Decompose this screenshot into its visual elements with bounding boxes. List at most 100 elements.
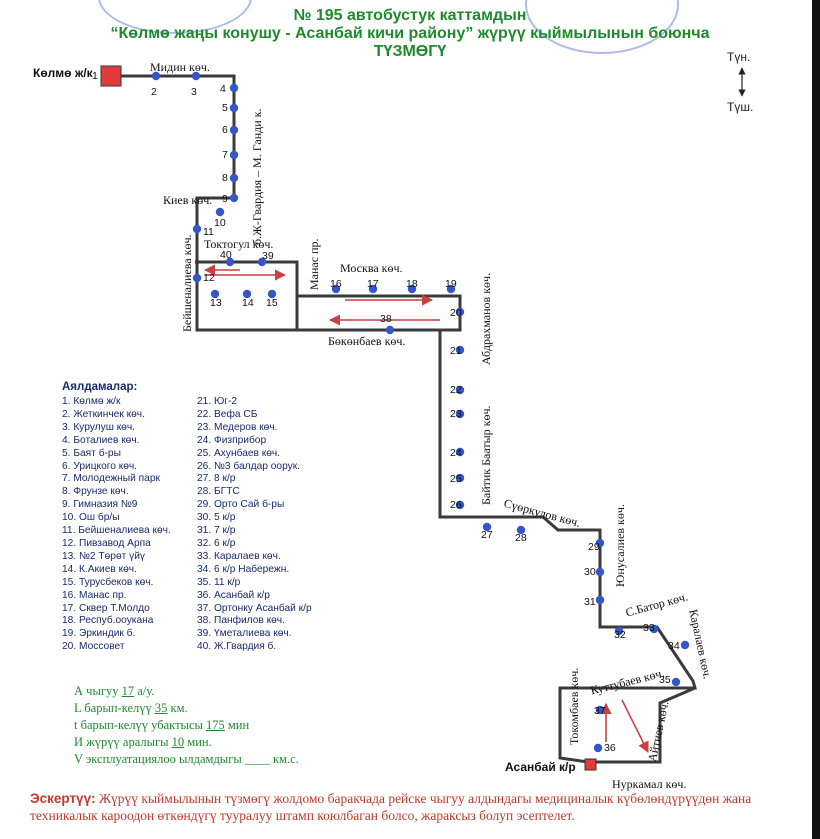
stop-number: 39 <box>262 250 274 262</box>
stop-dot <box>595 705 605 715</box>
legend-item: 33. Каралаев көч. <box>197 550 281 562</box>
stop-number: 24 <box>450 447 462 459</box>
stop-dot <box>385 325 395 335</box>
stop-number: 13 <box>210 297 222 309</box>
street-abdrahmanov: Абдрахманов көч. <box>479 272 493 365</box>
street-kiev: Киев көч. <box>163 193 213 207</box>
stop-number: 8 <box>222 172 228 184</box>
legend-item: 21. Юг-2 <box>197 396 238 407</box>
legend-title: Аялдамалар: <box>62 381 138 393</box>
stop-dot <box>446 284 456 294</box>
legend-item: 18. Респуб.ооукана <box>62 615 154 627</box>
stop-number: 15 <box>266 297 278 309</box>
legend-item: 35. 11 к/р <box>197 576 241 588</box>
street-manas: Манас пр. <box>307 238 321 291</box>
terminal-end-marker <box>584 758 597 771</box>
stop-number: 36 <box>604 742 616 754</box>
stop-dot <box>229 125 239 135</box>
window-edge <box>812 0 820 839</box>
title-line-3: ТҮЗМӨГҮ <box>373 43 447 60</box>
legend-item: 40. Ж.Гвардия б. <box>197 641 277 653</box>
legend-item: 23. Медеров көч. <box>197 421 278 433</box>
stop-number: 6 <box>222 124 228 136</box>
stop-dot <box>455 473 465 483</box>
stop-dot <box>455 500 465 510</box>
param-l-value: 35 <box>154 701 168 715</box>
stop-dot <box>680 640 690 650</box>
legend-item: 11. Бейшеналиева көч. <box>62 525 171 537</box>
stop-dot <box>267 289 277 299</box>
legend-item: 4. Боталиев көч. <box>62 434 140 446</box>
stop-dot <box>225 257 235 267</box>
legend-item: 17. Сквер Т.Молдо <box>62 602 150 614</box>
stop-number: 40 <box>220 249 232 261</box>
legend-item: 37. Ортонку Асанбай к/р <box>197 602 312 614</box>
legend-item: 2. Жеткинчек көч. <box>62 408 145 420</box>
title-line-2: “Көлмө жаңы конушу - Асанбай кичи району… <box>110 25 710 42</box>
legend-item: 22. Вефа СБ <box>197 408 258 420</box>
legend-item: 19. Эркиндик б. <box>62 628 136 640</box>
legend-item: 38. Панфилов көч. <box>197 615 285 627</box>
street-midin: Мидин көч. <box>150 60 210 74</box>
note-text: Жүрүү кыймылынын түзмөгү жолдомо баракча… <box>30 791 752 823</box>
stop-number: 12 <box>203 272 215 284</box>
param-i: И жүрүү аралыгы 10 мин. <box>74 735 212 750</box>
param-v-unit: км.с. <box>272 752 299 766</box>
stop-number: 26 <box>450 499 462 511</box>
note: Эскертүү: Жүрүү кыймылынын түзмөгү жолдо… <box>30 790 792 824</box>
param-v-label: V эксплуатациялоо ылдамдыгы <box>74 752 242 766</box>
legend-item: 13. №2 Төрөт үйү <box>62 550 146 562</box>
street-gandi: б.Ж-Гвардия – М. Ганди к. <box>250 108 264 245</box>
param-v-value: ____ <box>244 752 270 766</box>
stop-dot <box>455 409 465 419</box>
stop-number: 9 <box>222 193 228 205</box>
legend-item: 7. Молодежный парк <box>62 473 160 485</box>
stop-dot <box>331 284 341 294</box>
stop-dot <box>191 71 201 81</box>
legend-item: 36. Асанбай к/р <box>197 589 270 601</box>
stop-dot <box>455 345 465 355</box>
stop-number: 11 <box>203 226 214 238</box>
legend-item: 10. Ош бр/ы <box>62 512 120 524</box>
stop-number: 27 <box>481 529 493 541</box>
param-a: А чыгуу 17 а/у. <box>74 684 154 699</box>
stop-dot <box>593 743 603 753</box>
param-l-unit: км. <box>170 701 188 715</box>
stop-dot <box>671 677 681 687</box>
legend-item: 6. Урицкого көч. <box>62 460 138 472</box>
legend-item: 3. Курулуш көч. <box>62 421 135 433</box>
direction-arrows <box>203 264 649 754</box>
stop-number: 16 <box>330 278 342 290</box>
stop-dot <box>368 284 378 294</box>
compass-south-label: Түш. <box>727 100 754 114</box>
stop-number: 29 <box>588 541 600 553</box>
param-a-value: 17 <box>121 684 135 698</box>
param-a-label: А чыгуу <box>74 684 119 698</box>
street-beishenalieva: Бейшеналиева көч. <box>180 234 194 333</box>
stop-dot <box>229 83 239 93</box>
stop-number: 34 <box>668 640 680 652</box>
stop-dot <box>595 538 605 548</box>
legend-item: 32. 6 к/р <box>197 537 236 549</box>
legend-item: 8. Фрунзе көч. <box>62 486 129 498</box>
stop-dot <box>649 624 659 634</box>
legend-item: 39. Үметалиева көч. <box>197 628 292 640</box>
stop-number: 38 <box>380 313 392 325</box>
legend-item: 24. Физприбор <box>197 434 267 446</box>
legend-item: 34. 6 к/р Набережн. <box>197 563 290 575</box>
stop-dot <box>455 447 465 457</box>
stop-dot <box>455 307 465 317</box>
legend-item: 27. 8 к/р <box>197 473 236 485</box>
param-i-unit: мин. <box>187 735 212 749</box>
note-label: Эскертүү: <box>30 791 96 806</box>
stop-dot <box>229 103 239 113</box>
legend-item: 1. Көлмө ж/к <box>62 396 121 407</box>
stop-dot <box>229 173 239 183</box>
legend-item: 31. 7 к/р <box>197 525 236 537</box>
stop-number: 20 <box>450 307 462 319</box>
stop-dot <box>455 385 465 395</box>
street-toktogul: Токтогул көч. <box>204 237 274 251</box>
stop-number: 28 <box>515 532 527 544</box>
stop-number: 7 <box>222 149 228 161</box>
